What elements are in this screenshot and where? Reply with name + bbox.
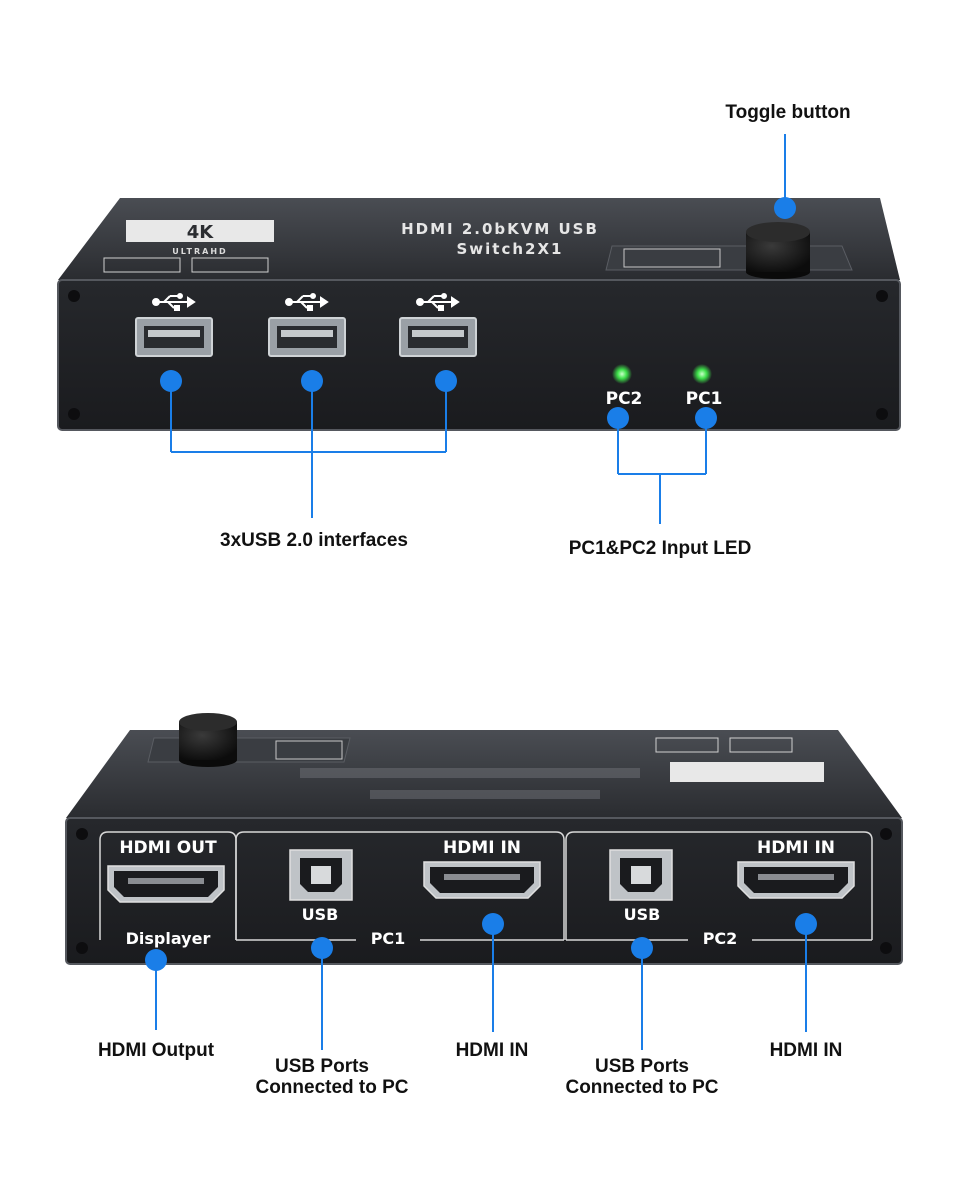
callout-hdmi-in-pc1: HDMI IN [455,1040,529,1061]
usb-icon [152,293,196,311]
usb-port-1[interactable] [135,317,213,357]
displayer-label: Displayer [126,929,211,948]
hdmi-in-port-pc1[interactable] [423,861,541,899]
label-plate [147,737,351,763]
callout-dot-usb1 [160,370,182,392]
badge-4k-bg [126,220,274,242]
usb-icon [416,293,460,311]
mirrored-title-mark [300,768,640,778]
led-pc2-icon [612,364,632,384]
callout-dot-hdmi-out [145,949,167,971]
label-plate [605,245,853,271]
callout-dot-led-pc1 [695,407,717,429]
callout-hdmi-output: HDMI Output [97,1040,215,1061]
pc1-label: PC1 [371,929,406,948]
callout-usb-ports-pc2-line2: Connected to PC [565,1077,719,1098]
callout-dot-hdmi-in-pc2 [795,913,817,935]
back-device: HDMI OUT Displayer USB HDMI IN PC1 USB H… [65,713,903,965]
led-label-pc1: PC1 [686,389,723,409]
mirrored-title-mark [370,790,600,799]
back-callout-dots [145,913,817,971]
hdmi-out-label: HDMI OUT [119,838,217,858]
toggle-knob-back[interactable] [179,713,237,767]
back-callout-lines [155,924,807,1050]
hdmi-in-label-pc1: HDMI IN [443,838,521,858]
callout-dot-usb-pc1 [311,937,333,959]
cert-mark-icon [103,257,181,273]
screw-icon [880,942,892,954]
led-label-pc2: PC2 [606,389,643,409]
screw-icon [68,290,80,302]
callout-dot-usb3 [435,370,457,392]
callout-usb-ports-pc1-line1: USB Ports [275,1056,369,1077]
badge-4k: 4K [187,222,215,243]
pc2-frame [565,831,873,941]
toggle-knob[interactable] [746,222,810,279]
led-pc1-icon [692,364,712,384]
screw-icon [68,408,80,420]
usb-port-2[interactable] [268,317,346,357]
pc-select-label-icon [623,248,721,268]
front-callout-lines [170,134,786,524]
hdmi-out-frame [99,831,237,940]
usb-b-port-pc1[interactable] [289,849,353,901]
front-callout-dots [160,197,796,429]
hdmi-in-label-pc2: HDMI IN [757,838,835,858]
usb-b-port-pc2[interactable] [609,849,673,901]
callout-dot-led-pc2 [607,407,629,429]
front-face [57,279,901,431]
usb-icon [285,293,329,311]
callout-usb-ports-pc1-line2: Connected to PC [255,1077,409,1098]
cert-mark-icon [655,737,719,753]
callout-dot-usb2 [301,370,323,392]
hdmi-in-port-pc2[interactable] [737,861,855,899]
callout-dot-toggle [774,197,796,219]
hdmi-out-port[interactable] [107,865,225,903]
top-title-line1: HDMI 2.0bKVM USB [401,220,599,238]
screw-icon [876,408,888,420]
badge-4k-mirrored [670,762,824,782]
front-device: 4K ULTRAHD HDMI 2.0bKVM USB Switch2X1 [57,198,901,431]
callout-usb-ports-pc2-line1: USB Ports [595,1056,689,1077]
screw-icon [880,828,892,840]
pc-select-label-icon [275,740,343,760]
cert-mark-icon [191,257,269,273]
callout-dot-hdmi-in-pc1 [482,913,504,935]
usb-label-pc2: USB [624,905,661,924]
screw-icon [76,828,88,840]
cert-mark-icon [729,737,793,753]
pc2-label: PC2 [703,929,738,948]
callout-dot-usb-pc2 [631,937,653,959]
screw-icon [876,290,888,302]
badge-ultrahd: ULTRAHD [172,247,227,256]
callout-input-led: PC1&PC2 Input LED [568,538,752,559]
top-title-line2: Switch2X1 [457,240,564,258]
callout-usb-interfaces: 3xUSB 2.0 interfaces [220,530,408,551]
callout-toggle-button: Toggle button [725,102,851,123]
usb-port-3[interactable] [399,317,477,357]
callout-hdmi-in-pc2: HDMI IN [769,1040,843,1061]
usb-label-pc1: USB [302,905,339,924]
screw-icon [76,942,88,954]
